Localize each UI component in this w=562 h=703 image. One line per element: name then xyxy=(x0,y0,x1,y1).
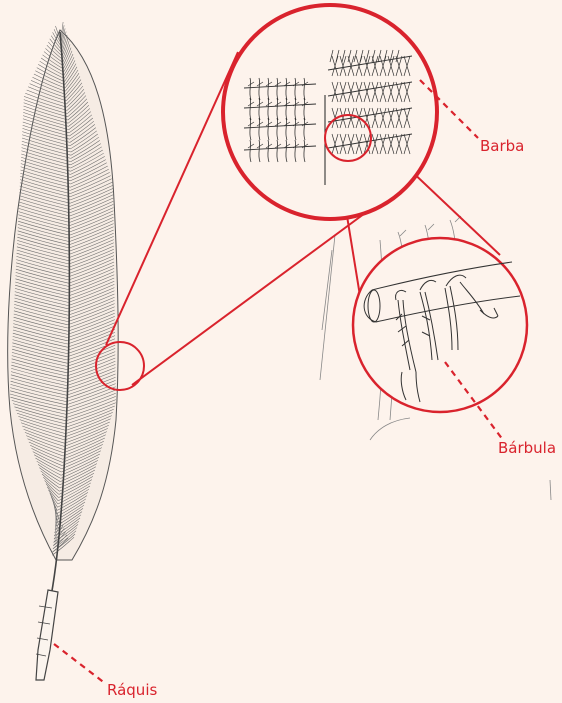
label-barbula: Bárbula xyxy=(498,441,556,456)
zoom-circle-barbules xyxy=(353,238,527,412)
label-raquis: Ráquis xyxy=(107,683,157,698)
zoom-circle-barbs xyxy=(223,5,437,219)
leader-raquis xyxy=(54,644,106,684)
feather-calamus xyxy=(36,590,58,680)
label-barba: Barba xyxy=(480,139,524,154)
